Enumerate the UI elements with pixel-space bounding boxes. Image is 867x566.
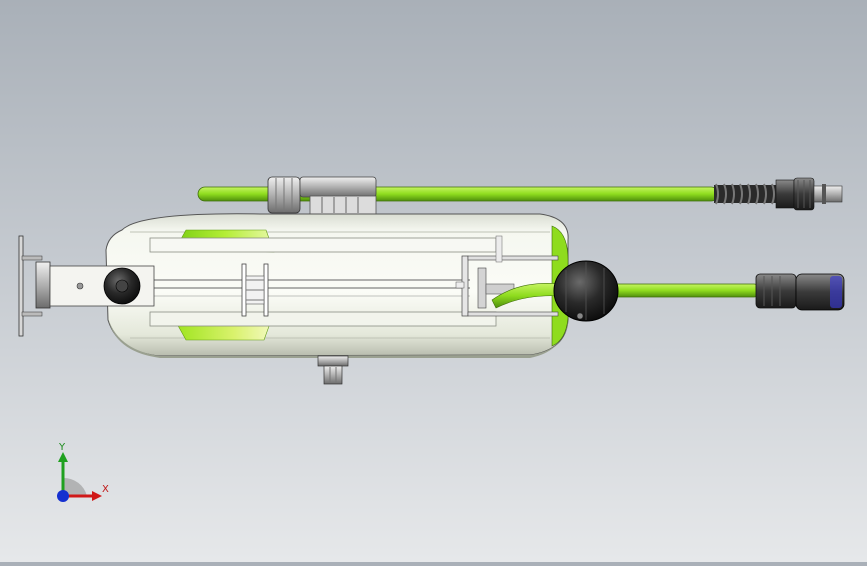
x-axis-arrowhead <box>92 491 102 501</box>
guide-frame <box>455 235 561 317</box>
hose-stopper-ball[interactable] <box>553 260 619 322</box>
hose-spring <box>714 183 776 205</box>
lower-quick-coupler[interactable] <box>755 273 845 311</box>
triad-graphic <box>57 452 102 502</box>
bottom-bolt <box>317 355 349 385</box>
y-axis-label: Y <box>59 442 66 453</box>
triad-plane-icon <box>63 477 87 496</box>
lower-hose[interactable] <box>599 283 761 298</box>
z-axis-dot <box>57 490 69 502</box>
mounting-bracket[interactable] <box>18 235 155 337</box>
spool <box>241 263 269 317</box>
y-axis-arrowhead <box>58 452 68 462</box>
upper-quick-coupler[interactable] <box>775 177 843 211</box>
x-axis-label: X <box>102 484 109 495</box>
top-knob[interactable] <box>299 176 377 215</box>
coordinate-triad: Y X <box>44 440 124 510</box>
pulley-wheel <box>103 267 141 305</box>
top-gland-nut <box>267 176 301 214</box>
inner-channel <box>130 237 497 327</box>
